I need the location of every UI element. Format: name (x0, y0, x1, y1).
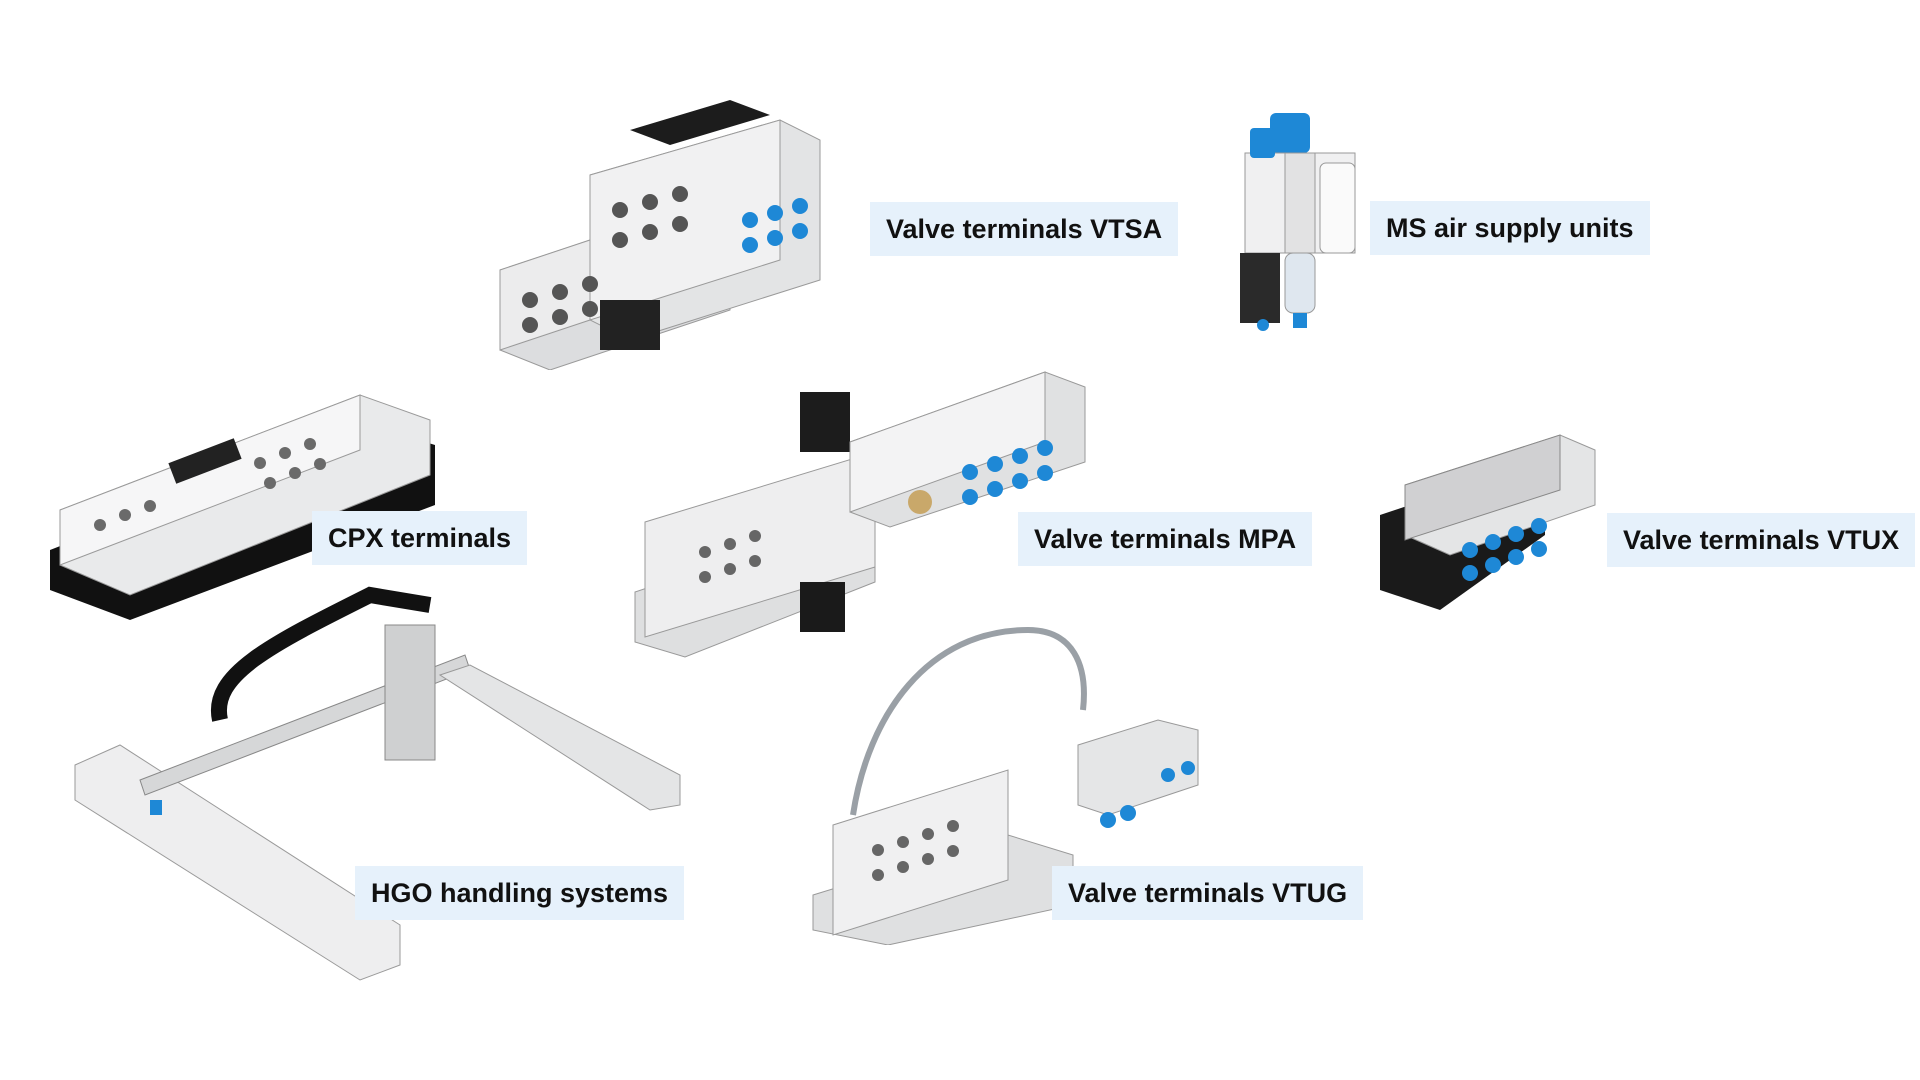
label-vtug: Valve terminals VTUG (1052, 866, 1364, 920)
vtug-valve-terminal-image (808, 625, 1248, 945)
label-cpx: CPX terminals (312, 511, 528, 565)
vtux-valve-terminal-image (1375, 425, 1600, 615)
label-mpa: Valve terminals MPA (1018, 512, 1313, 566)
mpa-valve-terminal-image (625, 352, 1110, 662)
label-ms-air-supply: MS air supply units (1370, 201, 1650, 255)
cpx-terminal-image (40, 365, 445, 625)
label-vtux: Valve terminals VTUX (1607, 513, 1916, 567)
label-vtsa: Valve terminals VTSA (870, 202, 1179, 256)
ms-air-supply-unit-image (1225, 108, 1375, 333)
vtsa-valve-terminal-image (480, 80, 860, 370)
label-hgo: HGO handling systems (355, 866, 685, 920)
hgo-handling-system-image (70, 585, 685, 985)
